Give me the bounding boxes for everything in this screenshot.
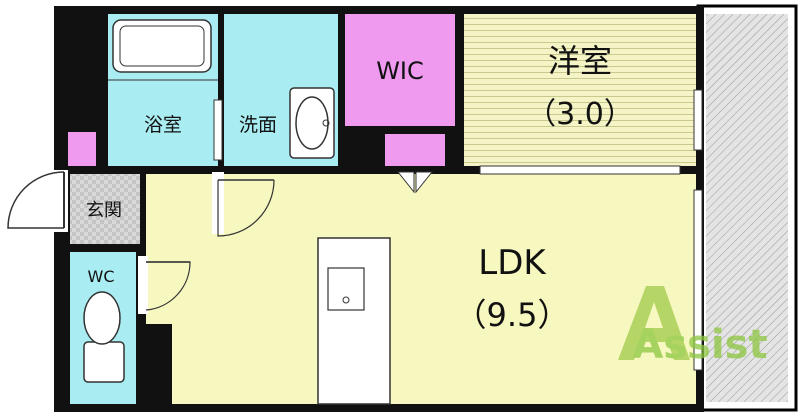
ldk-size: （9.5） xyxy=(455,296,570,334)
assist-watermark: Assist xyxy=(618,286,768,368)
toilet-bowl xyxy=(83,291,125,383)
window-western xyxy=(693,89,703,151)
entrance-label: 玄関 xyxy=(86,200,122,221)
washroom-door xyxy=(212,172,275,237)
wic-door xyxy=(396,171,434,194)
bathtub xyxy=(112,19,212,73)
window-ldk xyxy=(693,189,703,371)
shoe-closet xyxy=(68,132,96,166)
ldk-label: LDK xyxy=(478,243,547,283)
entrance-door xyxy=(0,170,68,232)
kitchen-counter xyxy=(317,237,391,405)
ldk-floor xyxy=(146,174,696,404)
bathtub-inner xyxy=(119,25,205,67)
western-room-name: 洋室 xyxy=(548,42,612,80)
wic-passage-floor xyxy=(385,134,445,166)
sliding-door-western xyxy=(479,165,681,175)
wic-label: WIC xyxy=(376,57,424,85)
toilet-door xyxy=(138,256,191,314)
wic-floor xyxy=(345,14,455,126)
bath-label: 浴室 xyxy=(144,114,182,136)
washroom-label: 洗面 xyxy=(239,114,277,136)
western-room-floor xyxy=(464,14,696,166)
entrance-floor xyxy=(70,174,140,244)
toilet-label: WC xyxy=(88,267,115,286)
bath-door xyxy=(213,99,223,161)
watermark-text: Assist xyxy=(632,322,767,368)
hallway-floor xyxy=(146,174,218,324)
western-room-size: （3.0） xyxy=(526,97,634,132)
balcony xyxy=(696,4,798,412)
washbasin xyxy=(289,87,335,159)
